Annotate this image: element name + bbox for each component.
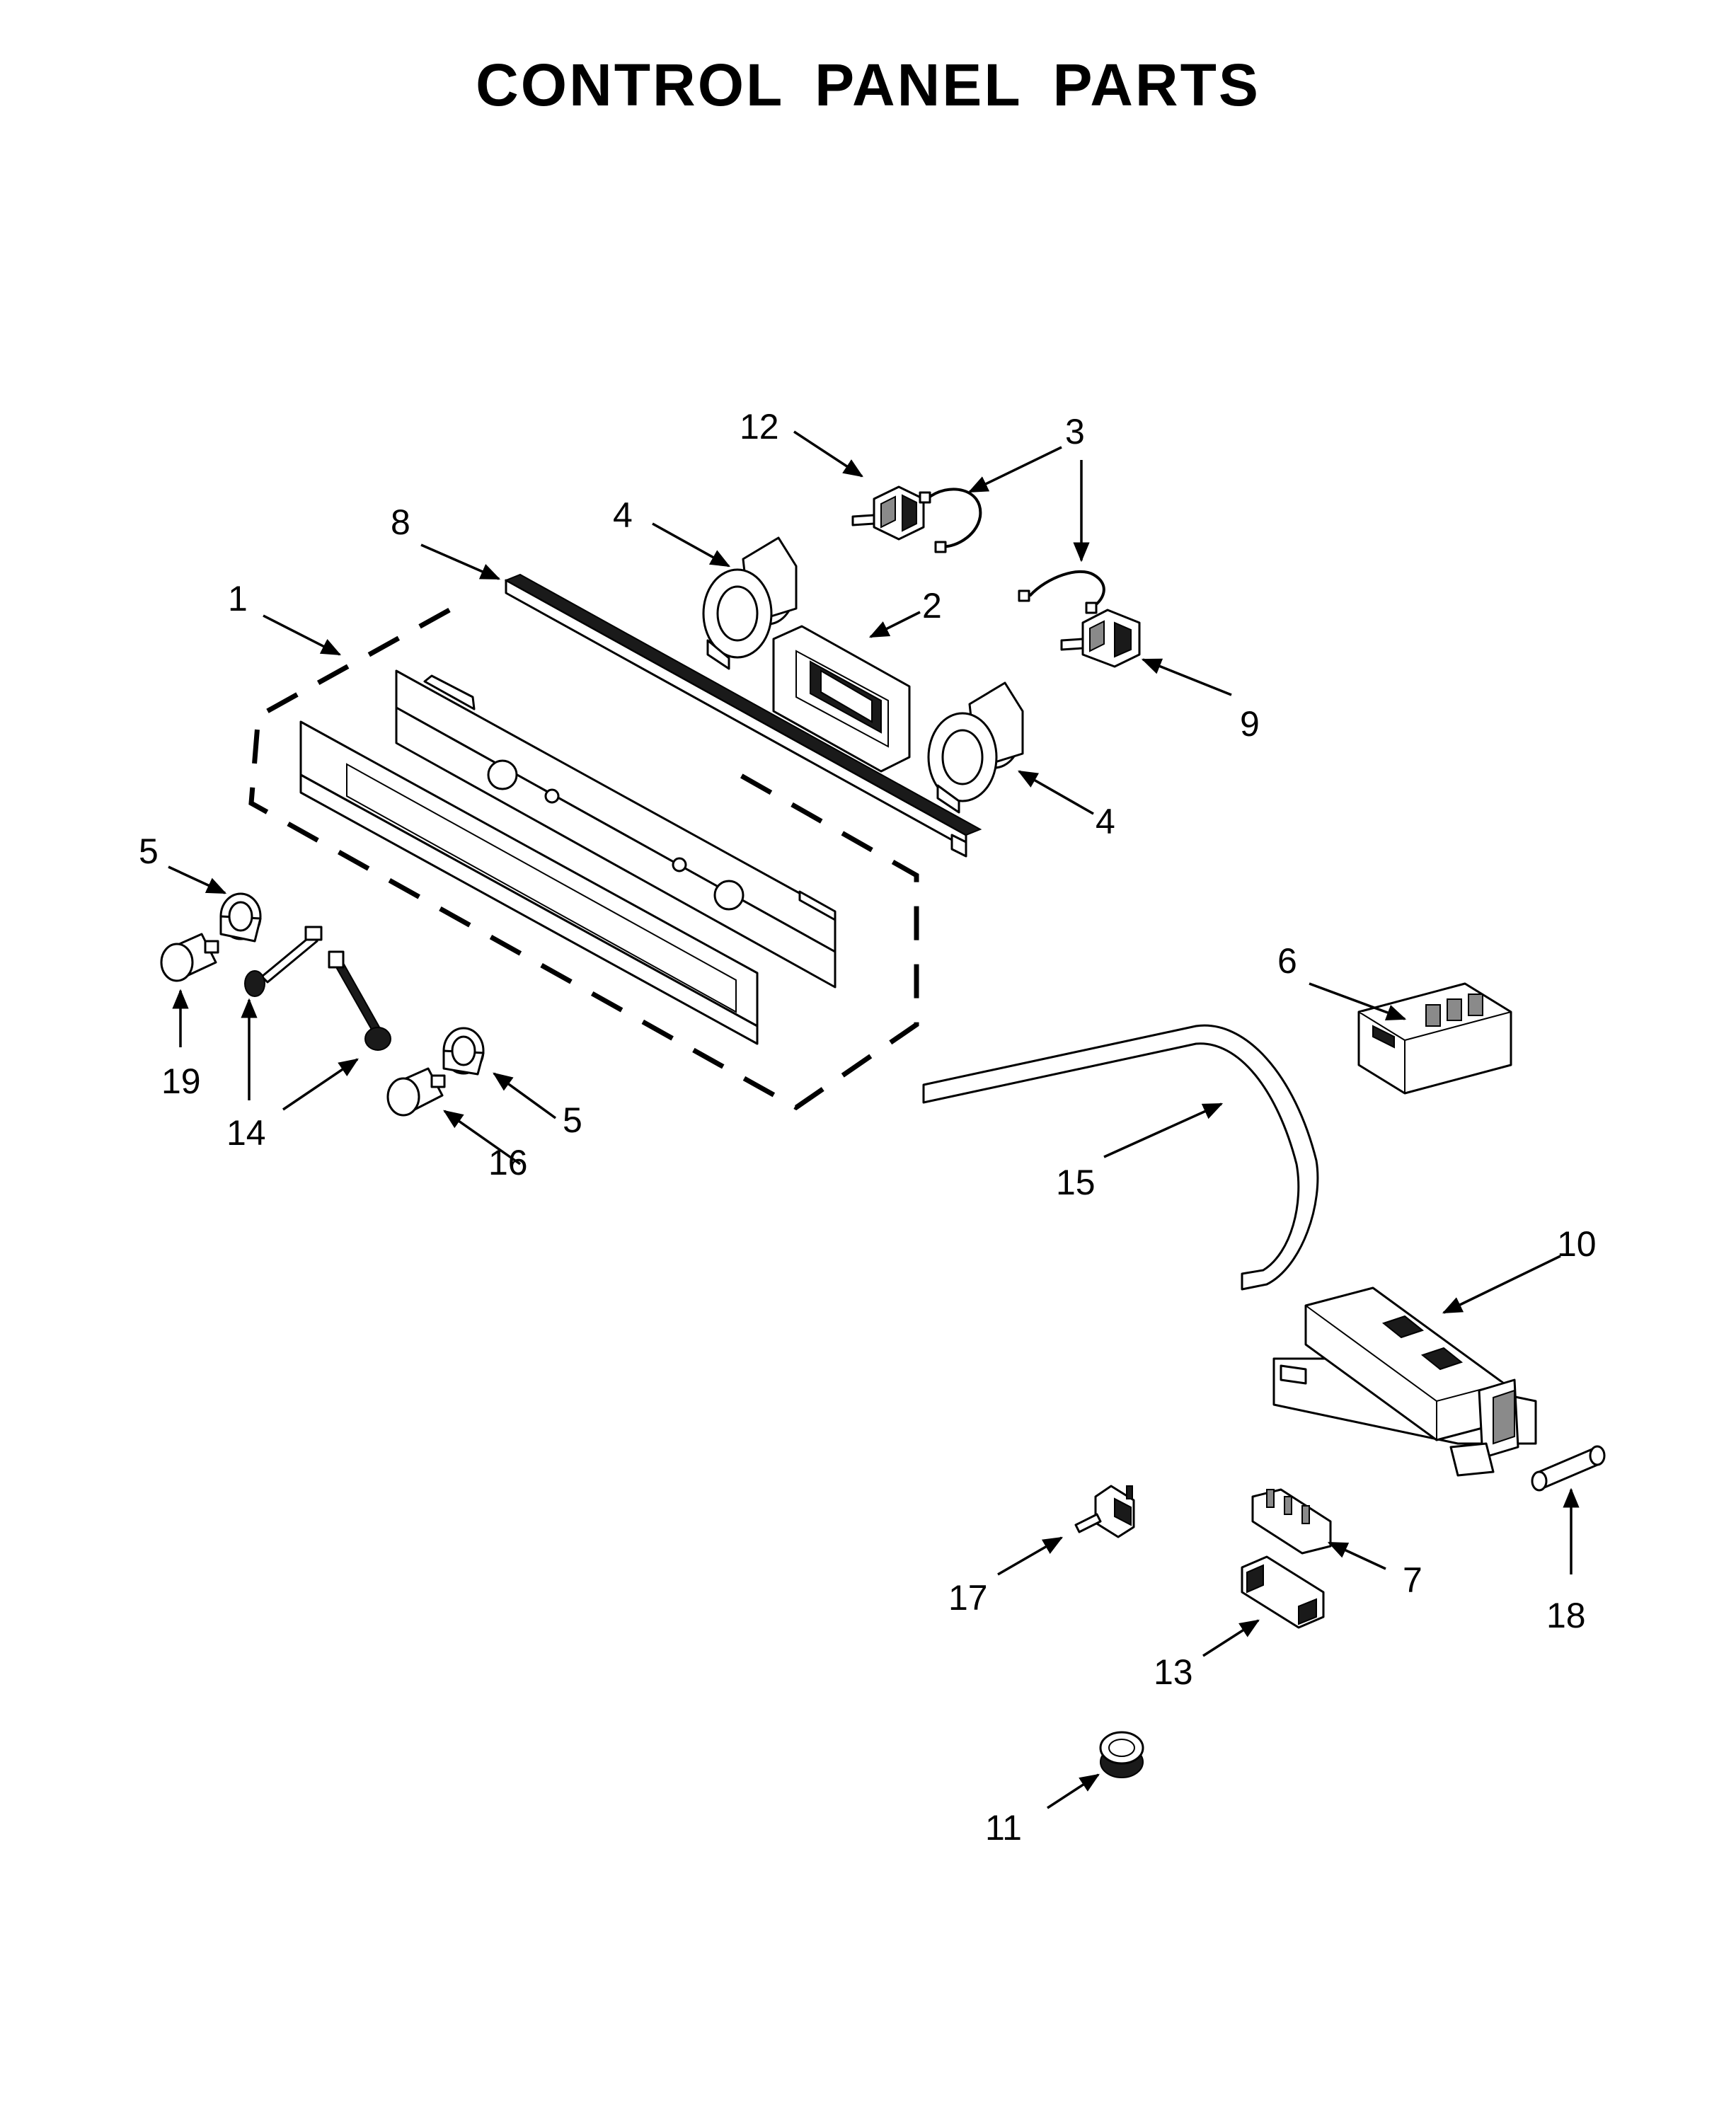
callout-2: 2 xyxy=(922,586,942,626)
callout-8: 8 xyxy=(391,502,410,542)
part-5-knob-insert-right[interactable] xyxy=(442,1027,485,1076)
part-17-switch[interactable] xyxy=(1074,1485,1135,1538)
callout-10: 10 xyxy=(1557,1224,1597,1264)
part-19-knob[interactable] xyxy=(160,933,219,982)
part-11-bushing[interactable] xyxy=(1099,1731,1144,1778)
callout-4-top: 4 xyxy=(613,495,633,535)
part-12-rotary-switch[interactable] xyxy=(851,485,925,541)
part-14-shaft[interactable] xyxy=(244,926,323,997)
part-14-shaft-second[interactable] xyxy=(328,950,391,1051)
callout-1: 1 xyxy=(228,579,248,618)
part-8-trim-strip[interactable] xyxy=(504,573,982,858)
callout-12: 12 xyxy=(740,407,779,447)
callout-18: 18 xyxy=(1546,1596,1586,1635)
part-2-display-frame[interactable] xyxy=(772,625,911,773)
callout-16: 16 xyxy=(488,1143,528,1182)
part-5-knob-insert-left[interactable] xyxy=(219,892,262,943)
part-18-tube[interactable] xyxy=(1531,1445,1606,1492)
part-1-control-panel[interactable] xyxy=(248,607,919,1111)
callout-5-right: 5 xyxy=(563,1100,582,1140)
part-7-terminal-strip[interactable] xyxy=(1251,1488,1332,1555)
part-16-knob[interactable] xyxy=(386,1067,446,1117)
part-4-knob-bracket-top[interactable] xyxy=(702,536,798,670)
leader-lines xyxy=(168,430,1580,1809)
part-13-switch-housing[interactable] xyxy=(1241,1555,1325,1629)
part-15-gasket[interactable] xyxy=(922,1024,1319,1291)
part-3-wire-harness-right[interactable] xyxy=(1018,570,1105,614)
callout-17: 17 xyxy=(948,1578,988,1618)
callout-5-left: 5 xyxy=(139,831,159,871)
part-6-terminal-block[interactable] xyxy=(1357,982,1512,1095)
callout-6: 6 xyxy=(1277,941,1297,981)
page-title: CONTROL PANEL PARTS xyxy=(476,52,1260,118)
callout-15: 15 xyxy=(1056,1163,1096,1202)
callout-9: 9 xyxy=(1240,704,1260,744)
part-10-bracket-assembly[interactable] xyxy=(1272,1286,1537,1477)
part-3-wire-harness-top[interactable] xyxy=(919,488,982,553)
callout-13: 13 xyxy=(1154,1652,1193,1692)
callout-19: 19 xyxy=(161,1061,201,1101)
callout-7: 7 xyxy=(1403,1560,1422,1600)
callout-14: 14 xyxy=(226,1113,266,1153)
callout-3-top: 3 xyxy=(1065,412,1085,451)
callout-4-bottom: 4 xyxy=(1096,802,1115,841)
part-9-rotary-switch[interactable] xyxy=(1060,609,1141,668)
part-4-knob-bracket-bottom[interactable] xyxy=(927,681,1024,814)
callout-11: 11 xyxy=(985,1808,1022,1848)
